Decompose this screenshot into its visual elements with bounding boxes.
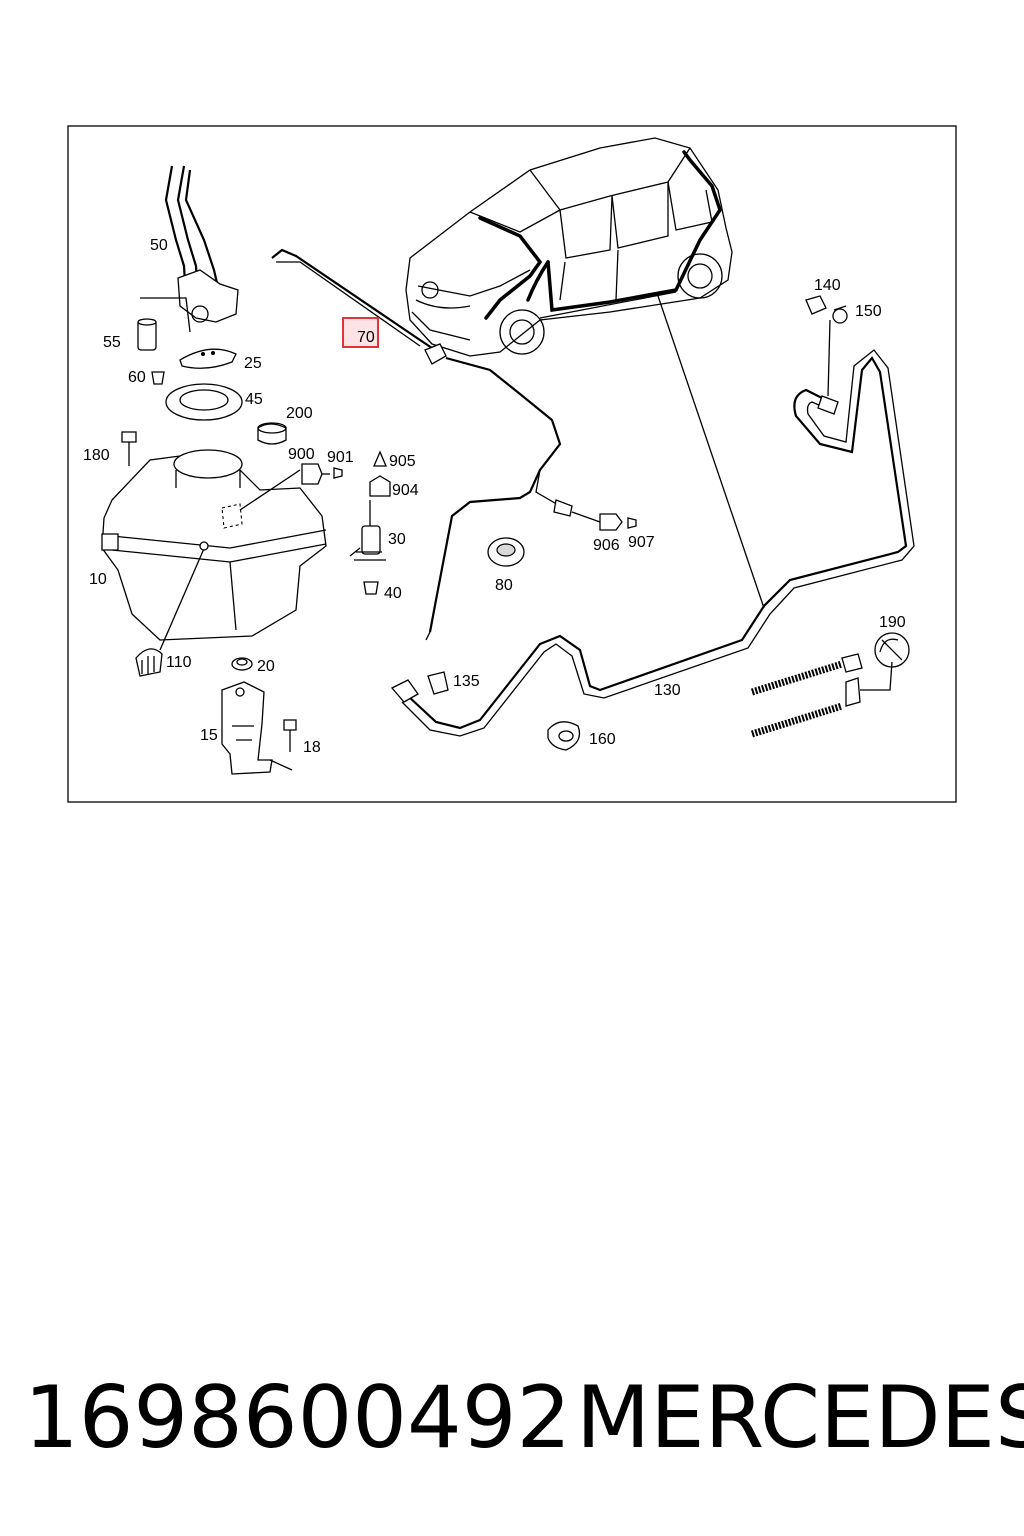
part-80-grommet [487, 537, 525, 567]
callout-140: 140 [814, 277, 841, 294]
callout-190: 190 [879, 614, 906, 631]
part-160-clip [547, 721, 581, 751]
callout-55: 55 [103, 334, 121, 351]
callout-40: 40 [384, 585, 402, 602]
part-15-bracket [221, 681, 293, 775]
callout-200: 200 [286, 405, 313, 422]
part-40-grommet [363, 581, 379, 595]
part-135-elbow [390, 671, 449, 703]
brand-caption: MERCEDES [576, 1368, 1024, 1468]
callout-15: 15 [200, 727, 218, 744]
part-140-nozzle [805, 295, 827, 315]
part-904-plug [369, 475, 391, 497]
callout-901: 901 [327, 449, 354, 466]
part-180-bolt [121, 431, 137, 466]
callout-50: 50 [150, 237, 168, 254]
callout-80: 80 [495, 577, 513, 594]
callout-45: 45 [245, 391, 263, 408]
callout-150: 150 [855, 303, 882, 320]
callout-25: 25 [244, 355, 262, 372]
part-55-sleeve [137, 318, 157, 351]
car-illustration [405, 137, 733, 357]
part-905-seal [373, 450, 387, 467]
callout-20: 20 [257, 658, 275, 675]
callout-70: 70 [357, 329, 375, 346]
part-900-connector [301, 463, 330, 485]
part-50-filler-neck [140, 165, 239, 333]
callout-905: 905 [389, 453, 416, 470]
part-10-reservoir [101, 449, 327, 651]
part-60-clip [151, 371, 165, 385]
callout-135: 135 [453, 673, 480, 690]
part-901-pin [333, 467, 343, 479]
part-130-hose [401, 295, 915, 737]
part-907-pin [627, 517, 637, 529]
callout-30: 30 [388, 531, 406, 548]
callout-904: 904 [392, 482, 419, 499]
callout-10: 10 [89, 571, 107, 588]
part-906-connector [553, 499, 623, 531]
part-30-pump [349, 500, 386, 561]
part-110-cap [135, 648, 163, 677]
part-190-hoses [750, 653, 893, 738]
callout-906: 906 [593, 537, 620, 554]
callout-60: 60 [128, 369, 146, 386]
callout-180: 180 [83, 447, 110, 464]
callout-130: 130 [654, 682, 681, 699]
part-150-clamp [832, 305, 848, 324]
part-25-cap [179, 348, 237, 369]
callout-110: 110 [166, 654, 192, 671]
part-200-grommet [257, 422, 287, 445]
parts-diagram: 50 55 25 60 45 200 180 900 901 905 904 3… [67, 125, 957, 803]
part-number-caption: 1698600492 [24, 1368, 572, 1468]
callout-18: 18 [303, 739, 321, 756]
part-20-grommet [231, 657, 253, 671]
callout-900: 900 [288, 446, 315, 463]
part-70-hose [271, 248, 562, 641]
callout-907: 907 [628, 534, 655, 551]
wrench-icon [874, 632, 910, 668]
callout-160: 160 [589, 731, 616, 748]
highlight-box-70 [342, 317, 379, 348]
part-45-ring [165, 383, 243, 421]
part-18-bolt [283, 719, 297, 752]
